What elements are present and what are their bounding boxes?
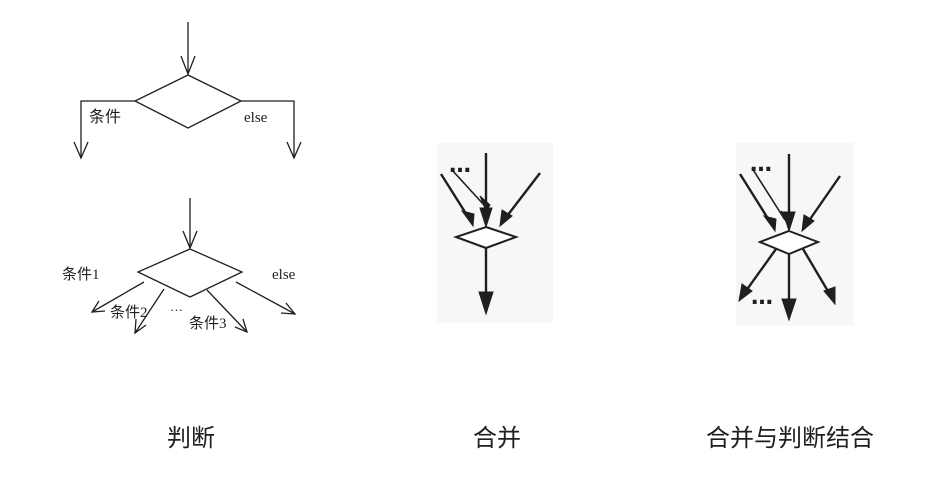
else-branch-line — [241, 100, 295, 158]
condition3-branch-line — [206, 289, 248, 333]
merge-decision-out-dots: … — [751, 285, 773, 310]
right-input-arrowhead — [801, 214, 815, 233]
right-input-line — [805, 175, 841, 226]
merge-decision-caption: 合并与判断结合 — [706, 424, 874, 452]
merge-diagram — [439, 153, 541, 316]
center-input-arrowhead — [782, 211, 796, 233]
else-branch-line — [235, 281, 296, 315]
else-label: else — [244, 110, 268, 126]
condition1-branch-line — [91, 281, 145, 313]
incoming-arrowhead — [180, 55, 196, 76]
merge-dots: … — [449, 153, 471, 178]
merge-decision-in-dots: … — [750, 152, 772, 177]
condition1-label: 条件1 — [62, 266, 100, 283]
condition1-arrowhead — [90, 300, 106, 313]
ellipsis-label: … — [170, 299, 183, 314]
two-way-decision — [73, 22, 302, 160]
output-arrowhead — [478, 291, 494, 316]
left-output-line — [742, 248, 777, 296]
condition-label: 条件 — [89, 108, 121, 126]
dots-arrow-line — [451, 169, 485, 206]
right-output-arrowhead — [823, 286, 836, 306]
center-output-arrowhead — [781, 298, 797, 322]
else-label-multi: else — [272, 267, 296, 283]
condition2-arrowhead — [134, 318, 147, 335]
condition2-branch-line — [134, 288, 165, 334]
right-input-line — [503, 172, 541, 221]
condition3-label: 条件3 — [189, 315, 227, 332]
decision-diamond — [133, 74, 243, 129]
condition-branch-line — [80, 100, 135, 158]
merge-caption: 合并 — [473, 424, 521, 452]
decision-diamond — [136, 248, 244, 298]
merge-decision-diagram — [738, 154, 841, 322]
left-output-arrowhead — [738, 283, 753, 303]
else-arrowhead — [280, 302, 297, 315]
left-input-arrowhead — [762, 215, 777, 233]
condition-arrowhead — [73, 141, 89, 160]
right-input-arrowhead — [499, 209, 513, 228]
multi-way-decision — [90, 198, 297, 335]
incoming-arrowhead — [182, 230, 198, 250]
decision-caption: 判断 — [167, 424, 215, 452]
condition2-label: 条件2 — [110, 304, 148, 321]
left-input-arrowhead — [460, 210, 475, 228]
dots-arrow-line — [751, 167, 786, 221]
else-arrowhead — [286, 141, 302, 160]
center-input-arrowhead — [479, 207, 493, 229]
condition3-arrowhead — [234, 318, 249, 334]
